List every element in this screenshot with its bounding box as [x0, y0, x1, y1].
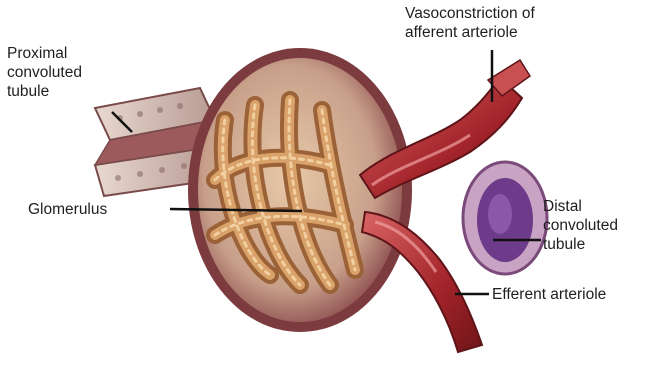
- label-distal-convoluted-tubule: Distal convoluted tubule: [543, 197, 653, 254]
- label-vasoconstriction-afferent-arteriole: Vasoconstriction of afferent arteriole: [405, 4, 657, 42]
- distal-tubule: [463, 162, 547, 274]
- label-efferent-arteriole: Efferent arteriole: [492, 285, 657, 304]
- label-proximal-convoluted-tubule: Proximal convoluted tubule: [7, 44, 147, 101]
- label-glomerulus: Glomerulus: [28, 200, 178, 219]
